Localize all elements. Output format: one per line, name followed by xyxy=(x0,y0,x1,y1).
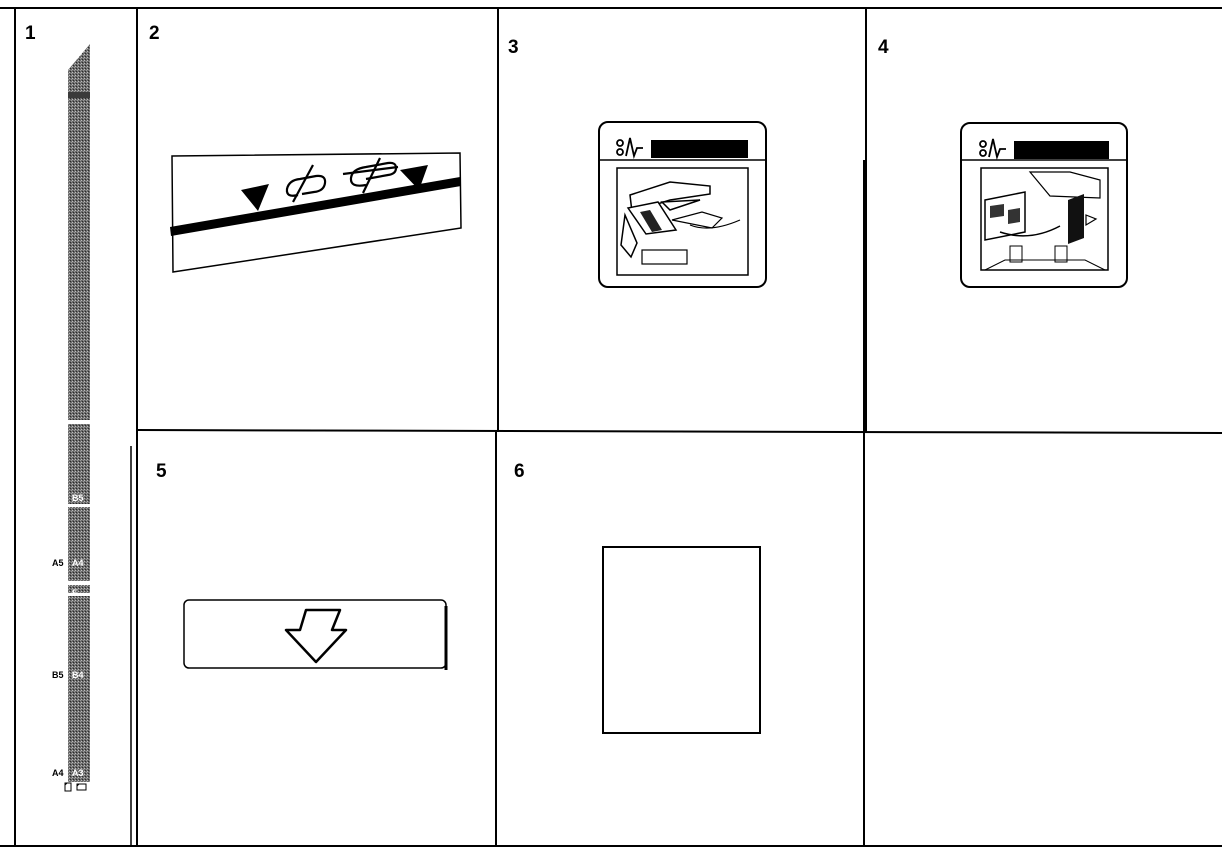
blank-sheet xyxy=(602,546,761,734)
panel-number-3: 3 xyxy=(508,37,519,58)
scale-label-b4: B4 xyxy=(72,670,84,680)
scale-label-a4: A4 xyxy=(72,558,84,568)
panel-number-6: 6 xyxy=(514,461,525,482)
scale-label-f: F xyxy=(72,588,78,598)
down-arrow-label xyxy=(183,599,448,670)
panel-grid xyxy=(0,7,1222,847)
feeder-jam-display xyxy=(598,121,767,288)
panel-number-1: 1 xyxy=(25,23,36,44)
scale-label-a4-outer: A4 xyxy=(52,768,64,778)
paper-size-scale xyxy=(68,44,90,782)
scale-label-b5-outer: B5 xyxy=(52,670,64,680)
scale-label-b5: B5 xyxy=(72,493,84,503)
finisher-jam-display xyxy=(960,122,1128,288)
staple-label xyxy=(170,152,462,273)
panel-number-4: 4 xyxy=(878,37,889,58)
orientation-icons xyxy=(64,782,87,792)
panel-number-5: 5 xyxy=(156,461,167,482)
scale-label-a5: A5 xyxy=(52,558,64,568)
panel-number-2: 2 xyxy=(149,23,160,44)
scale-label-a3: A3 xyxy=(72,768,84,778)
